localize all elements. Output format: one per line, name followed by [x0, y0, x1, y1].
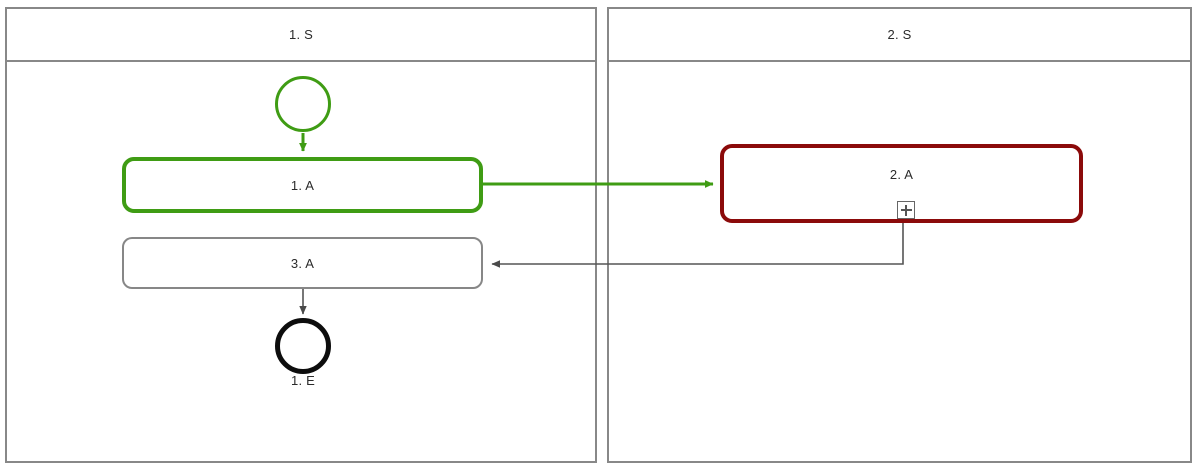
pool-1-header: 1. S [7, 9, 595, 62]
end-event-1e[interactable] [275, 318, 331, 374]
pool-2-header-label: 2. S [887, 27, 912, 42]
pool-2-header: 2. S [609, 9, 1190, 62]
task-3a[interactable]: 3. A [122, 237, 483, 289]
task-2a-label: 2. A [889, 167, 914, 182]
pool-2[interactable]: 2. S [607, 7, 1192, 463]
task-1a[interactable]: 1. A [122, 157, 483, 213]
pool-1-header-label: 1. S [289, 27, 313, 42]
task-2a[interactable]: 2. A [720, 144, 1083, 223]
plus-vertical-bar [905, 204, 907, 216]
start-event-green[interactable] [275, 76, 331, 132]
task-3a-label: 3. A [290, 255, 315, 271]
subprocess-plus-marker[interactable] [897, 201, 915, 219]
end-event-1e-label: 1. E [291, 373, 315, 388]
task-1a-label: 1. A [290, 177, 315, 193]
